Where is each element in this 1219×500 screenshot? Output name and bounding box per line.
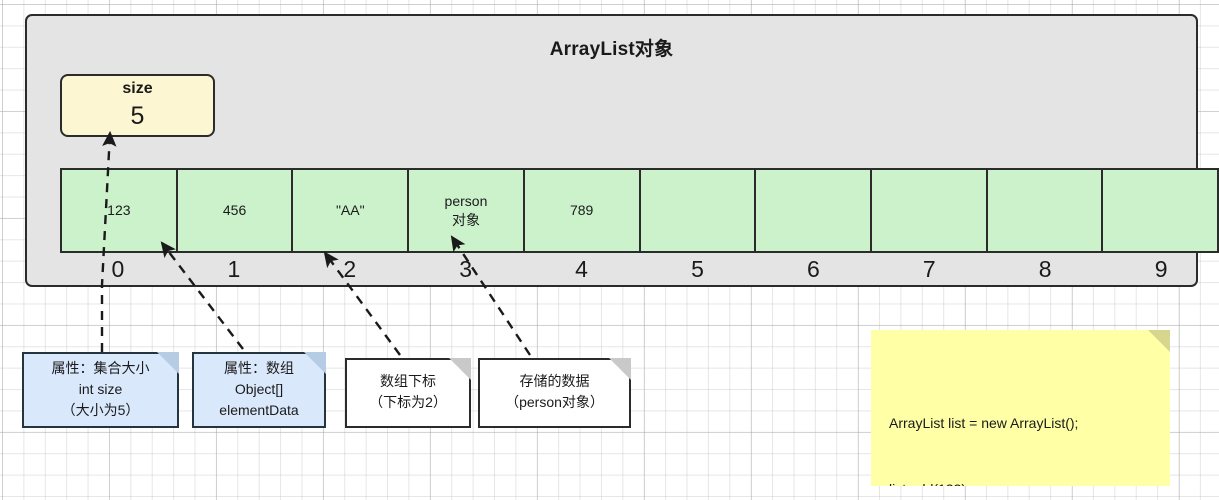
array-cell xyxy=(1103,170,1217,251)
array-cell xyxy=(756,170,872,251)
element-data-array: 123 456 "AA" person 对象 789 xyxy=(60,168,1219,253)
note-array-index: 数组下标 （下标为2） xyxy=(345,358,471,428)
note-elementdata-attribute: 属性：数组 Object[] elementData xyxy=(192,352,326,428)
note-fold-corner-icon xyxy=(449,358,471,380)
array-cell: 789 xyxy=(525,170,641,251)
array-index-label: 4 xyxy=(575,256,588,282)
array-cell xyxy=(988,170,1104,251)
array-index-label: 0 xyxy=(111,256,125,282)
code-sample-note: ArrayList list = new ArrayList(); list.a… xyxy=(871,330,1170,486)
note-fold-corner-icon xyxy=(609,358,631,380)
array-index-label: 9 xyxy=(1154,256,1168,282)
code-line: list.add(123); xyxy=(889,478,1170,486)
array-index-row: 0 1 2 3 4 5 6 7 8 9 xyxy=(60,254,1219,286)
array-cell xyxy=(641,170,757,251)
array-index-label: 1 xyxy=(227,256,241,282)
note-fold-corner-icon xyxy=(157,352,179,374)
array-index-label: 5 xyxy=(691,256,704,282)
array-index-label: 8 xyxy=(1038,256,1052,282)
array-cell xyxy=(872,170,988,251)
note-fold-corner-icon xyxy=(1148,330,1170,352)
note-text: 属性：集合大小 int size （大小为5） xyxy=(51,359,150,418)
arraylist-object-panel: ArrayList对象 size 5 123 456 "AA" person 对… xyxy=(25,14,1219,287)
array-index-label: 6 xyxy=(806,256,820,282)
array-cell: "AA" xyxy=(293,170,410,251)
note-text: 数组下标 （下标为2） xyxy=(369,373,447,410)
code-line: ArrayList list = new ArrayList(); xyxy=(889,415,1079,431)
array-index-label: 2 xyxy=(343,256,357,282)
array-cell: 123 xyxy=(62,170,178,251)
note-fold-corner-icon xyxy=(304,352,326,374)
array-index-label: 7 xyxy=(922,256,936,282)
size-field-box: size 5 xyxy=(60,74,215,137)
note-text: 属性：数组 Object[] elementData xyxy=(219,359,299,418)
page-title: ArrayList对象 xyxy=(549,39,674,60)
note-stored-data: 存储的数据 （person对象） xyxy=(478,358,631,428)
array-index-label: 3 xyxy=(459,256,473,282)
note-text: 存储的数据 （person对象） xyxy=(505,373,604,410)
note-size-attribute: 属性：集合大小 int size （大小为5） xyxy=(22,352,179,428)
size-field-label: size xyxy=(122,80,153,97)
size-field-value: 5 xyxy=(130,102,145,130)
array-cell: 456 xyxy=(178,170,294,251)
array-cell: person 对象 xyxy=(409,170,525,251)
